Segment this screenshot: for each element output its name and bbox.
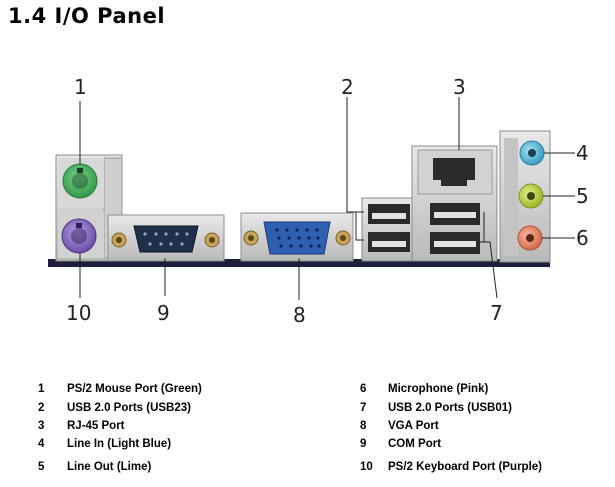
vga-port[interactable] — [240, 212, 354, 262]
callout-3: 3 — [453, 75, 466, 99]
com-port[interactable] — [107, 214, 225, 262]
callout-7: 7 — [490, 301, 503, 325]
callout-6: 6 — [576, 226, 589, 250]
callout-2: 2 — [341, 75, 354, 99]
leader-lines — [79, 97, 575, 300]
io-panel-diagram: 1 2 3 4 5 6 7 8 9 10 — [48, 75, 589, 327]
audio-stack — [499, 130, 551, 263]
callout-4: 4 — [576, 141, 589, 165]
callout-9: 9 — [157, 301, 170, 325]
page-title: 1.4 I/O Panel — [8, 4, 166, 28]
ps2-stack — [55, 154, 123, 262]
rj45-port[interactable] — [433, 158, 475, 186]
callout-8: 8 — [293, 303, 306, 327]
callout-1: 1 — [74, 75, 87, 99]
rj45-usb-stack — [411, 145, 498, 262]
usb-ports-usb01[interactable] — [430, 203, 480, 254]
usb-ports-usb23[interactable] — [361, 197, 415, 262]
callout-5: 5 — [576, 184, 589, 208]
callout-10: 10 — [66, 301, 91, 325]
